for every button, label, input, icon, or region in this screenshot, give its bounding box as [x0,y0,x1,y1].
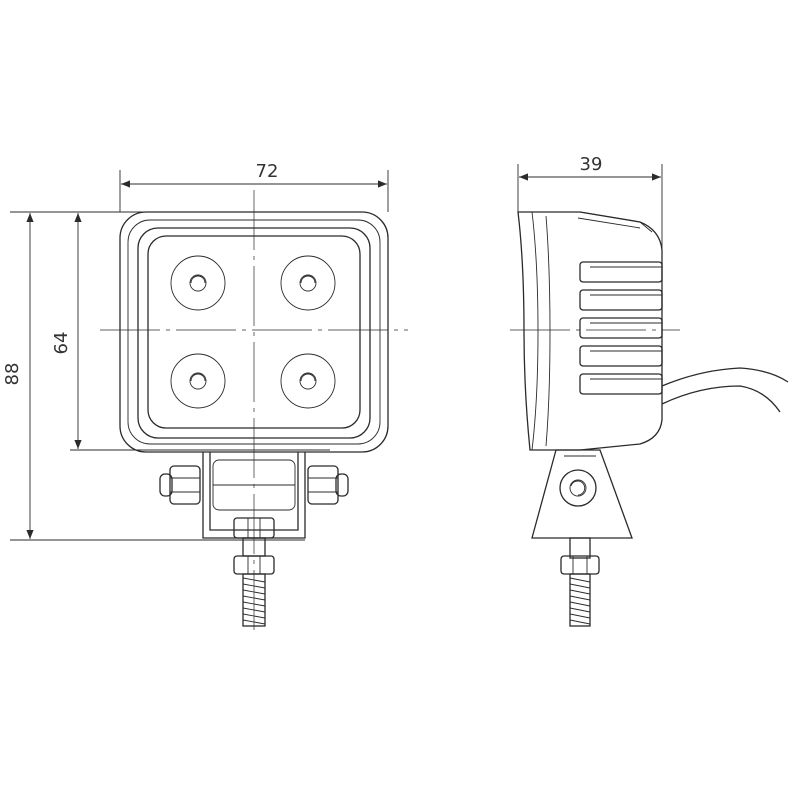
dimension-width-label: 72 [256,161,279,182]
side-cooling-fins [579,261,663,395]
front-view: 72 64 88 [2,161,408,632]
threaded-stud-front [242,573,266,627]
side-extension-lines [517,164,663,250]
dimension-width: 72 [121,161,387,188]
dimension-depth-label: 39 [580,154,603,175]
front-extension-lines [10,170,389,541]
side-view: 39 [510,154,789,627]
threaded-stud-side [560,537,600,627]
power-cable [661,367,789,413]
dimension-depth: 39 [519,154,661,181]
led-reflector-top-left [170,255,226,311]
front-center-lines [100,190,408,632]
dimension-total-height: 88 [2,213,34,539]
bracket-bolt-left [159,465,201,505]
led-reflector-bottom-left [170,353,226,409]
side-housing [517,211,663,451]
led-reflector-bottom-right [280,353,336,409]
dimension-lens-height: 64 [51,213,82,449]
dimension-total-height-label: 88 [2,363,23,386]
side-mounting-bracket [531,449,633,539]
led-reflector-top-right [280,255,336,311]
dimension-lens-height-label: 64 [51,332,72,355]
bracket-bolt-right [307,465,349,505]
